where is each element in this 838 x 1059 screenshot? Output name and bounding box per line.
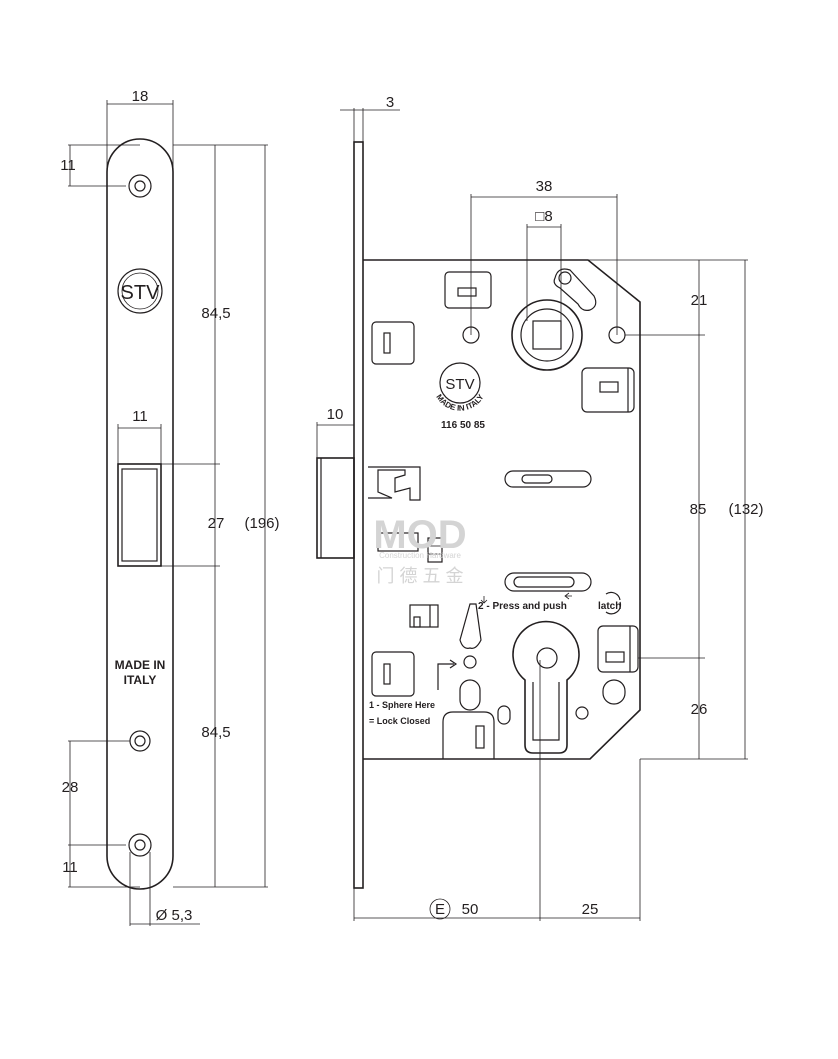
bottom-screw-hole bbox=[128, 833, 152, 857]
lever-arm bbox=[459, 603, 482, 649]
oval-slot-right bbox=[602, 679, 626, 705]
watermark-chinese: 门 德 五 金 bbox=[376, 566, 463, 586]
dim-spindle-square: □8 bbox=[535, 208, 552, 225]
dim-top-margin: 21 bbox=[691, 292, 708, 309]
dim-hole-diameter: Ø 5,3 bbox=[156, 907, 193, 924]
watermark-logo: MOD bbox=[373, 513, 466, 557]
lock-body-side-view bbox=[316, 141, 641, 889]
oval-slot-left bbox=[459, 679, 481, 711]
dim-latch-width: 11 bbox=[132, 408, 148, 425]
step2-label: 2 - Press and push bbox=[478, 601, 567, 612]
lower-slot bbox=[504, 572, 592, 592]
spindle-hub bbox=[511, 299, 583, 371]
latch-label: latch bbox=[598, 601, 621, 612]
right-screw-hole bbox=[575, 706, 589, 720]
dim-top-hole-offset: 11 bbox=[60, 157, 76, 174]
lock-case-outline bbox=[363, 259, 641, 760]
right-lower-lug bbox=[597, 625, 639, 673]
faceplate-outline bbox=[106, 138, 174, 890]
upper-slot bbox=[504, 470, 592, 488]
dim-lower-distance: 84,5 bbox=[201, 724, 230, 741]
right-upper-lug bbox=[581, 367, 635, 413]
dim-backset: 50 bbox=[462, 901, 479, 918]
latch-spring bbox=[368, 466, 421, 501]
dim-handle-hole-spacing: 38 bbox=[536, 178, 553, 195]
dim-hole-spacing: 28 bbox=[62, 779, 79, 796]
lever-hole bbox=[463, 655, 477, 669]
dim-total-height: (196) bbox=[244, 515, 279, 532]
cylinder-cam-detail bbox=[532, 682, 560, 741]
step2-arrows bbox=[480, 592, 572, 604]
watermark-subtitle: Construction Hardware bbox=[379, 551, 461, 560]
front-dimension-lines bbox=[68, 100, 268, 926]
dim-cylinder-offset: 25 bbox=[582, 901, 599, 918]
top-lug bbox=[444, 271, 492, 309]
bottom-screw-hole-inner bbox=[134, 839, 146, 851]
step1-label: 1 - Sphere Here bbox=[369, 700, 435, 710]
dim-bottom-hole-offset: 11 bbox=[62, 859, 78, 876]
cylinder-screw-hole bbox=[129, 730, 151, 752]
made-in-italy-line1: MADE IN bbox=[115, 658, 166, 672]
dim-case-height: (132) bbox=[728, 501, 763, 518]
made-in-italy-line2: ITALY bbox=[124, 673, 157, 687]
dim-latch-height: 27 bbox=[208, 515, 225, 532]
latch-bracket bbox=[409, 604, 439, 628]
stv-stamp-logo: STV bbox=[445, 376, 474, 393]
dim-upper-distance: 84,5 bbox=[201, 305, 230, 322]
side-dimension-lines bbox=[316, 108, 748, 921]
dim-handle-to-cylinder: 85 bbox=[690, 501, 707, 518]
latch-opening-inner bbox=[121, 468, 158, 562]
backset-symbol-circle bbox=[429, 898, 451, 920]
bottom-lug bbox=[442, 711, 495, 759]
part-number: 116 50 85 bbox=[441, 420, 485, 431]
stv-stamp: STV MADE IN ITALY 116 50 85 bbox=[434, 362, 486, 431]
dim-faceplate-thickness: 3 bbox=[386, 94, 394, 111]
dim-latch-projection: 10 bbox=[327, 406, 344, 423]
lock-closed-label: = Lock Closed bbox=[369, 716, 430, 726]
dim-bottom-margin: 26 bbox=[691, 701, 708, 718]
latch-rotate-icon bbox=[605, 591, 622, 615]
cylinder-screw-hole-inner bbox=[134, 735, 146, 747]
top-screw-hole-inner bbox=[134, 180, 146, 192]
dim-front-width: 18 bbox=[132, 88, 149, 105]
latch-opening-outer bbox=[117, 463, 162, 567]
faceplate-front-view: STV MADE IN ITALY bbox=[106, 138, 174, 890]
stv-logo-front-text: STV bbox=[121, 282, 161, 304]
faceplate-side bbox=[353, 141, 364, 889]
small-slot-top bbox=[497, 705, 511, 725]
top-screw-hole bbox=[128, 174, 152, 198]
left-lower-lug bbox=[371, 651, 415, 697]
euro-cylinder-cutout bbox=[512, 620, 580, 754]
step1-arrow bbox=[437, 663, 454, 690]
stv-logo-front: STV bbox=[117, 268, 163, 314]
left-upper-lug bbox=[371, 321, 415, 365]
backset-symbol: E bbox=[435, 901, 445, 918]
latch-bolt bbox=[316, 457, 355, 559]
slotted-pin bbox=[553, 268, 597, 311]
